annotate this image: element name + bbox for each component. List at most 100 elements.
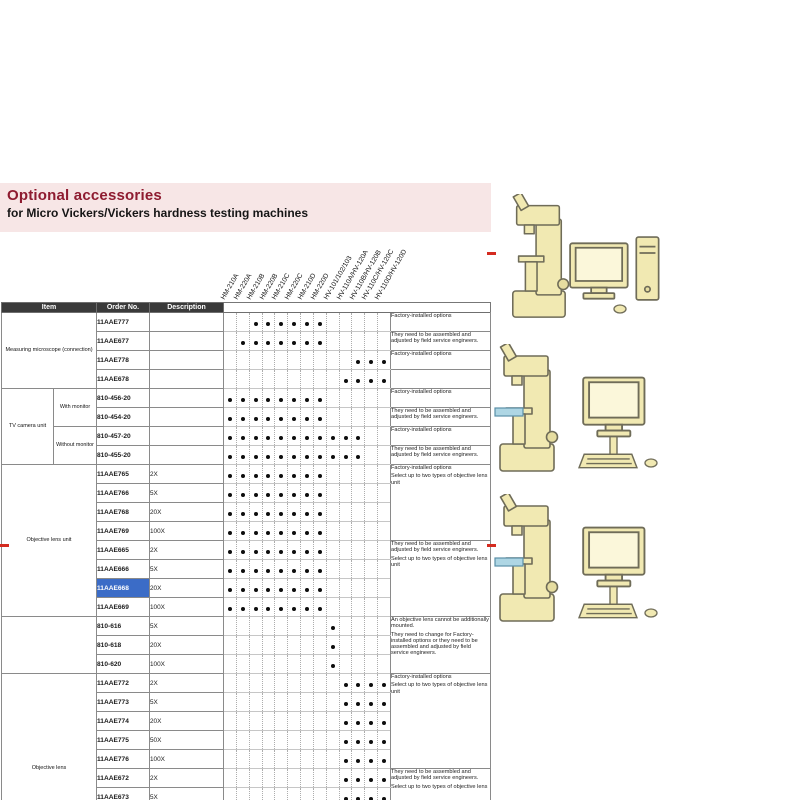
compat-dot	[343, 379, 348, 383]
compat-dot	[304, 550, 309, 554]
compat-cell-810-618-hm-220b	[261, 635, 275, 655]
compat-dot	[304, 607, 309, 611]
compat-dot	[227, 588, 232, 592]
compat-dot	[343, 436, 348, 440]
compat-cell-810-455-20-hm-210c	[274, 445, 288, 465]
compat-cell-11AAE666-hv-110a-hv-120a	[338, 559, 352, 579]
compat-cell-11AAE668-hm-220d	[312, 578, 327, 598]
compat-cell-11AAE778-hm-220d	[312, 350, 327, 370]
compat-cell-11AAE666-hm-220b	[261, 559, 275, 579]
compat-cell-11AAE669-hm-220a	[235, 597, 250, 617]
compat-cell-11AAE768-hm-210b	[248, 502, 263, 522]
compat-cell-11AAE772-hv-110b-hv-120b	[351, 673, 365, 693]
compat-cell-11AAE672-hm-210b	[248, 768, 263, 788]
compat-cell-11AAE768-hv-110a-hv-120a	[338, 502, 352, 522]
compat-cell-11AAE677-hv-110d-hv-120d	[377, 331, 391, 351]
description-11AAE669: 100X	[149, 597, 224, 617]
compat-cell-11AAE666-hm-220d	[312, 559, 327, 579]
compat-dot	[292, 550, 297, 554]
compat-cell-11AAE665-hv-110c-hv-120c	[364, 540, 378, 560]
compat-cell-11AAE777-hm-220c	[287, 312, 301, 332]
compat-cell-11AAE765-hv-110d-hv-120d	[377, 464, 391, 484]
compat-cell-11AAE768-hm-210a	[223, 502, 237, 522]
compat-cell-810-454-20-hm-220d	[312, 407, 327, 427]
compat-dot	[240, 341, 245, 345]
compat-cell-11AAE772-hv-101-102-103	[325, 673, 340, 693]
compat-dot	[292, 493, 297, 497]
compat-cell-11AAE665-hm-220c	[287, 540, 301, 560]
compat-cell-810-618-hv-101-102-103	[325, 635, 340, 655]
compat-cell-11AAE769-hm-220a	[235, 521, 250, 541]
compat-cell-11AAE677-hv-110a-hv-120a	[338, 331, 352, 351]
compat-dot	[227, 569, 232, 573]
order-no-810-456-20: 810-456-20	[96, 388, 150, 408]
header-description: Description	[149, 302, 224, 313]
compat-cell-810-616-hv-110d-hv-120d	[377, 616, 391, 636]
compat-cell-11AAE666-hm-220a	[235, 559, 250, 579]
compat-dot	[266, 322, 271, 326]
compat-cell-810-455-20-hm-220d	[312, 445, 327, 465]
compat-cell-11AAE773-hm-210d	[300, 692, 314, 712]
compat-cell-11AAE776-hm-220a	[235, 749, 250, 769]
compat-dot	[240, 607, 245, 611]
note-text: Factory-installed options	[390, 313, 452, 320]
order-no-11AAE773: 11AAE773	[96, 692, 150, 712]
red-marker-top	[487, 252, 496, 255]
machine-figure-middle	[494, 344, 658, 472]
compat-cell-810-456-20-hm-210a	[223, 388, 237, 408]
compat-cell-11AAE672-hm-220b	[261, 768, 275, 788]
compat-dot	[304, 474, 309, 478]
compat-cell-11AAE668-hm-210d	[300, 578, 314, 598]
compat-cell-11AAE673-hv-110d-hv-120d	[377, 787, 391, 800]
compat-cell-11AAE765-hv-110b-hv-120b	[351, 464, 365, 484]
compat-cell-11AAE772-hm-220a	[235, 673, 250, 693]
compat-dot	[369, 702, 374, 706]
compat-cell-11AAE772-hm-210a	[223, 673, 237, 693]
item-group-measuring-microscope-connection: Measuring microscope (connection)	[1, 312, 97, 389]
compat-cell-11AAE774-hm-220b	[261, 711, 275, 731]
compat-dot	[253, 569, 258, 573]
compat-cell-810-616-hm-220a	[235, 616, 250, 636]
compat-cell-11AAE669-hm-210d	[300, 597, 314, 617]
compat-cell-11AAE778-hm-210d	[300, 350, 314, 370]
compat-dot	[279, 550, 284, 554]
compat-cell-11AAE677-hm-210c	[274, 331, 288, 351]
compat-cell-810-620-hv-110a-hv-120a	[338, 654, 352, 674]
compat-dot	[356, 702, 361, 706]
compat-cell-11AAE769-hm-210a	[223, 521, 237, 541]
compat-dot	[343, 740, 348, 744]
note-text: Select up to two types of objective lens…	[390, 473, 488, 486]
order-no-11AAE775: 11AAE775	[96, 730, 150, 750]
compat-dot	[343, 759, 348, 763]
compat-cell-11AAE777-hm-210b	[248, 312, 263, 332]
compat-dot	[292, 569, 297, 573]
compat-dot	[292, 474, 297, 478]
compat-cell-11AAE668-hm-220c	[287, 578, 301, 598]
compat-cell-11AAE778-hm-210a	[223, 350, 237, 370]
compat-dot	[279, 474, 284, 478]
compat-cell-11AAE774-hm-220a	[235, 711, 250, 731]
compat-dot	[240, 531, 245, 535]
order-no-11AAE777: 11AAE777	[96, 312, 150, 332]
compat-cell-11AAE678-hm-210a	[223, 369, 237, 389]
compat-cell-11AAE777-hm-220d	[312, 312, 327, 332]
compat-dot	[279, 569, 284, 573]
compat-dot	[356, 797, 361, 800]
compat-cell-810-618-hm-220d	[312, 635, 327, 655]
compat-cell-810-456-20-hv-101-102-103	[325, 388, 340, 408]
compat-cell-11AAE678-hv-110d-hv-120d	[377, 369, 391, 389]
note-cell: Factory-installed options	[389, 312, 492, 332]
order-no-11AAE776: 11AAE776	[96, 749, 150, 769]
compat-dot	[266, 455, 271, 459]
compat-dot	[317, 398, 322, 402]
compat-dot	[382, 759, 387, 763]
compat-cell-11AAE765-hv-110c-hv-120c	[364, 464, 378, 484]
title-block: Optional accessories for Micro Vickers/V…	[0, 183, 491, 232]
compat-dot	[266, 569, 271, 573]
compat-cell-11AAE665-hm-210b	[248, 540, 263, 560]
note-text: They need to be assembled and adjusted b…	[390, 446, 479, 459]
compat-cell-11AAE678-hm-220a	[235, 369, 250, 389]
